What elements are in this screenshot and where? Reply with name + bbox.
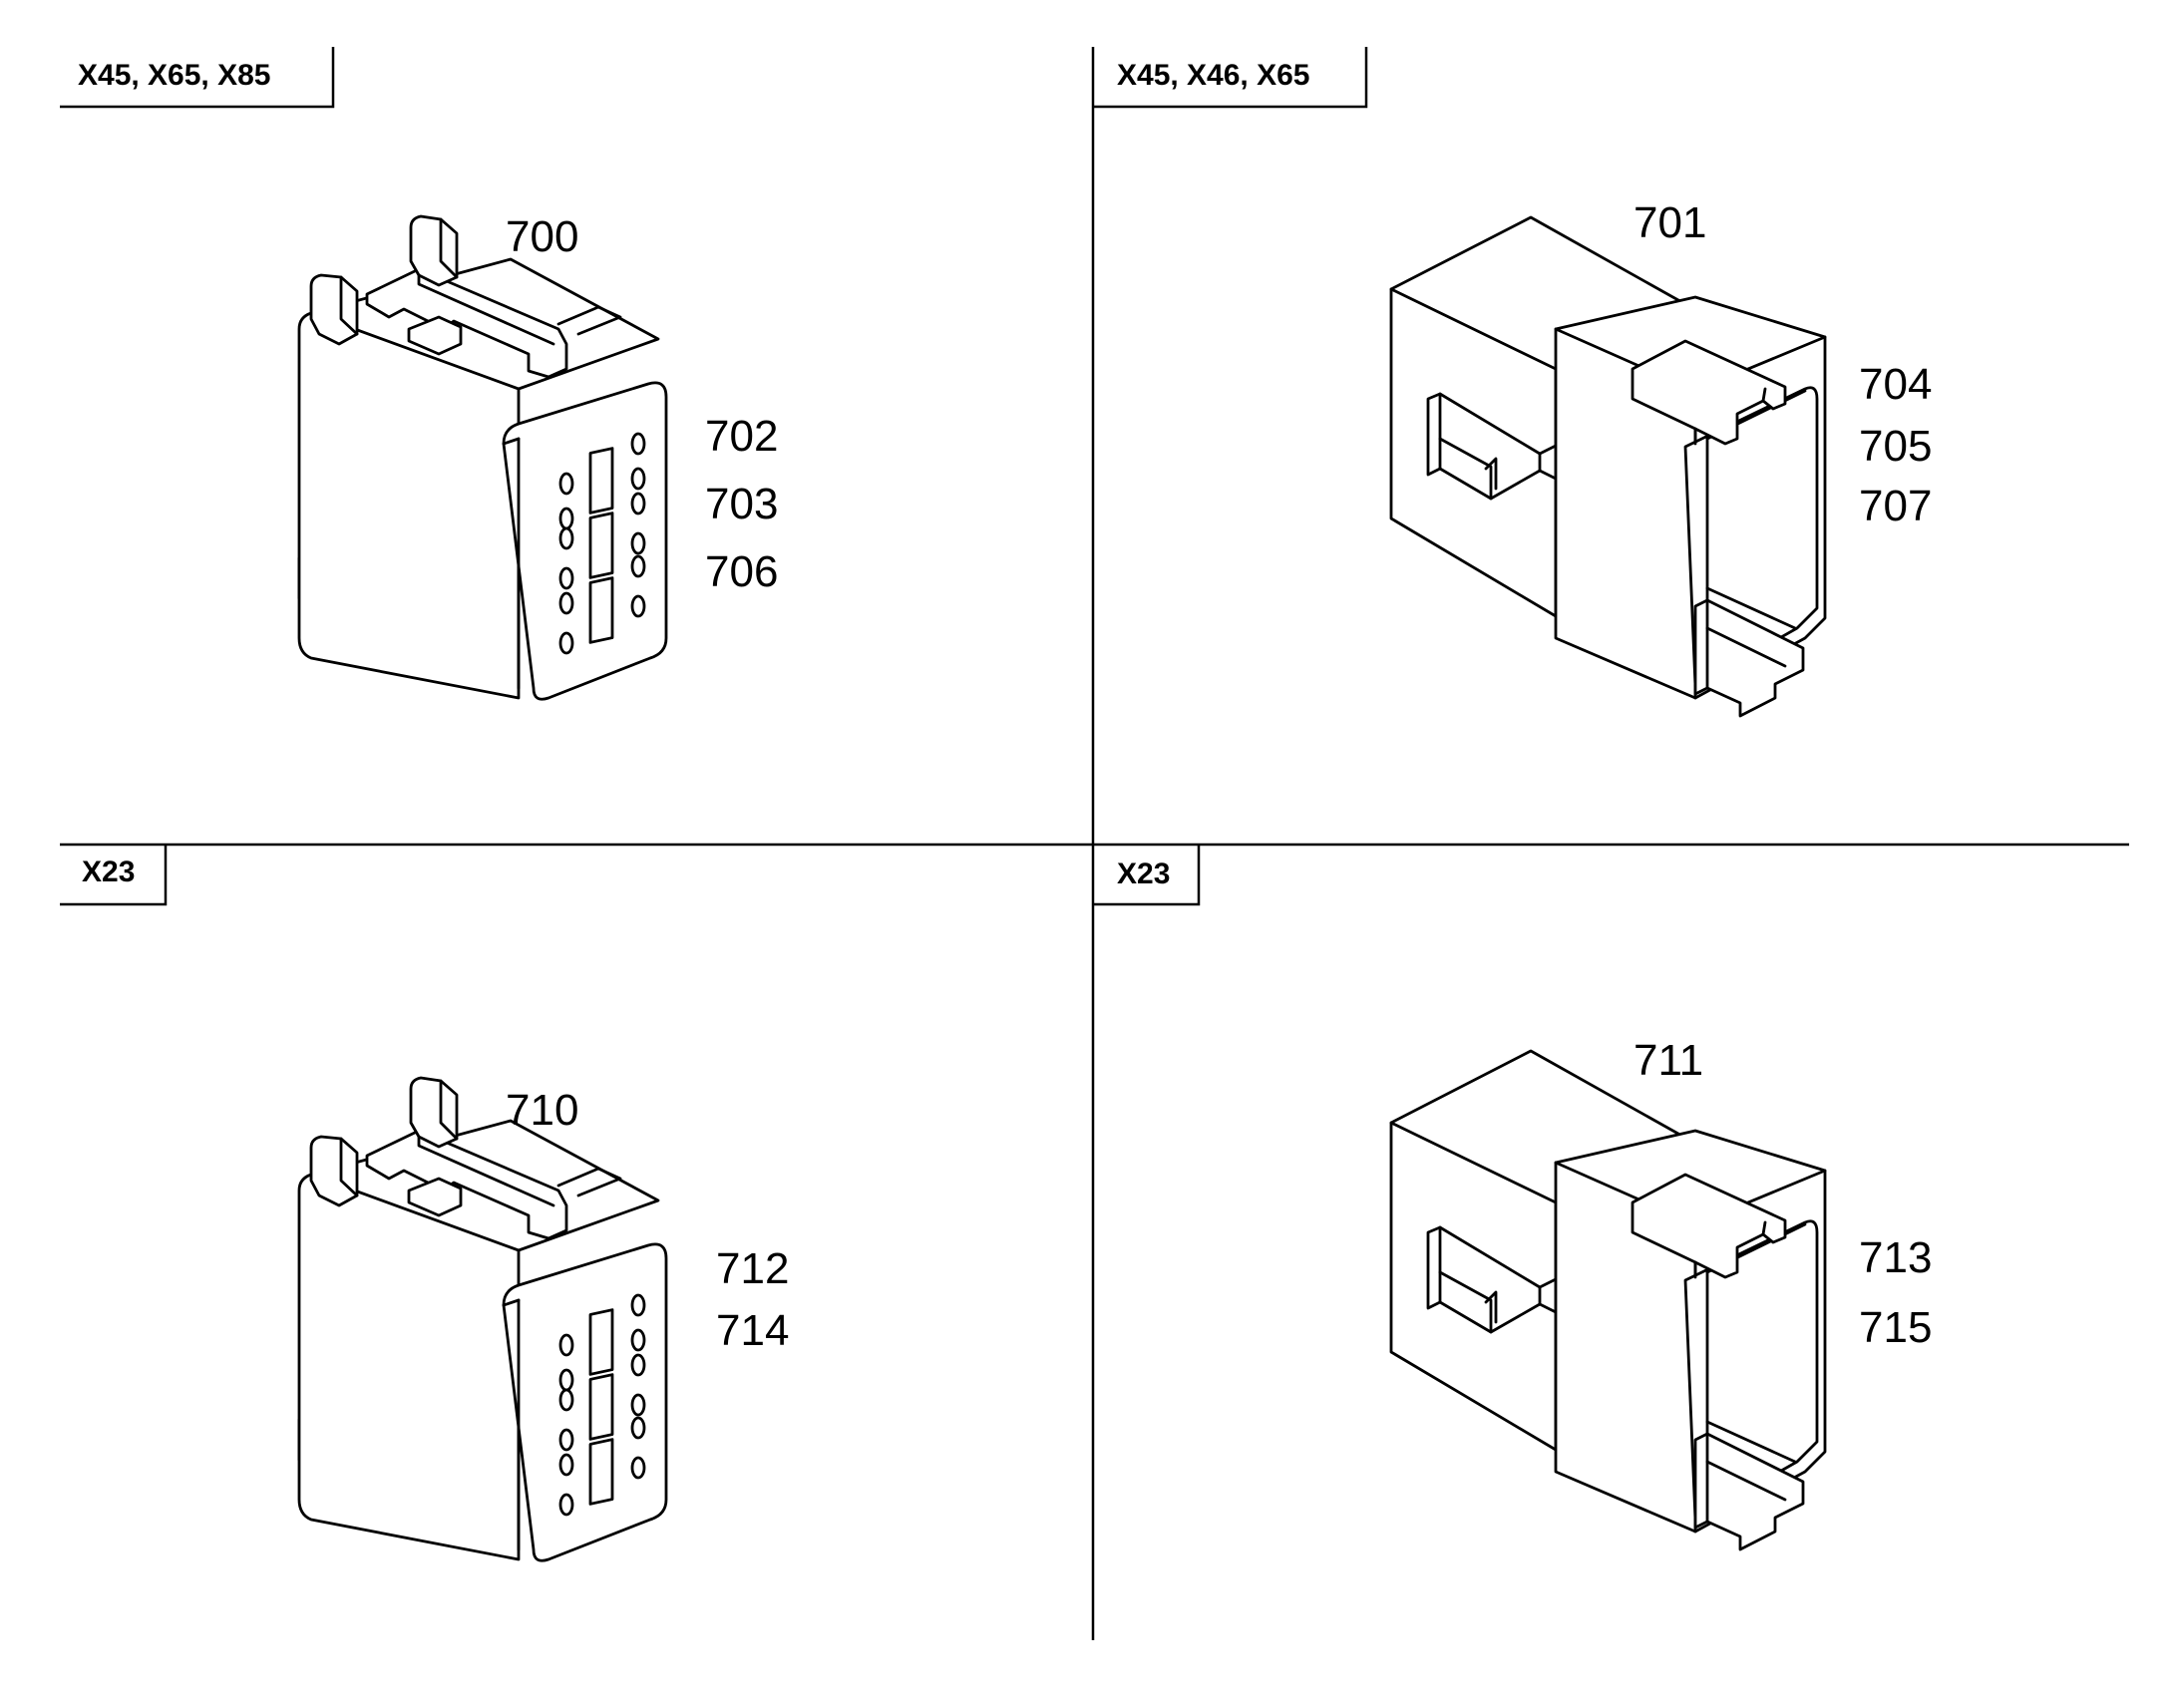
panel-top-right: X45, X46, X65 701 704 705 707 [1093, 47, 1932, 718]
callout-label: 711 [1634, 1036, 1703, 1085]
connector-socket-image [1389, 215, 1827, 718]
connector-socket-image [1389, 1049, 1827, 1551]
callout-label: 701 [1634, 198, 1706, 247]
callout-label: 715 [1859, 1303, 1932, 1352]
panel-tag: X45, X46, X65 [1117, 59, 1309, 92]
panel-tag: X45, X65, X85 [78, 59, 270, 92]
panel-tag: X23 [82, 855, 135, 888]
panel-tag-box: X45, X46, X65 [1093, 47, 1368, 109]
panel-bottom-right: X23 711 713 715 [1093, 845, 1932, 1551]
callout-label: 710 [506, 1086, 578, 1135]
panel-tag-box: X23 [1093, 845, 1201, 906]
callout-label: 703 [705, 480, 778, 528]
callout-label: 713 [1859, 1233, 1932, 1282]
callout-label: 705 [1859, 422, 1932, 471]
panel-bottom-left: X23 710 712 714 [60, 845, 789, 1562]
callout-label: 702 [705, 412, 778, 461]
callout-label: 706 [705, 547, 778, 596]
callout-label: 712 [716, 1244, 789, 1293]
connector-plug-image [297, 214, 668, 701]
callout-label: 707 [1859, 482, 1932, 530]
connector-plug-image [297, 1076, 668, 1562]
panel-tag-box: X45, X65, X85 [60, 47, 335, 109]
panel-tag-box: X23 [60, 845, 168, 906]
panel-tag: X23 [1117, 857, 1170, 890]
callout-label: 700 [506, 212, 578, 261]
callout-label: 704 [1859, 360, 1932, 409]
callout-label: 714 [716, 1306, 789, 1355]
panel-top-left: X45, X65, X85 700 702 703 706 [60, 47, 778, 701]
